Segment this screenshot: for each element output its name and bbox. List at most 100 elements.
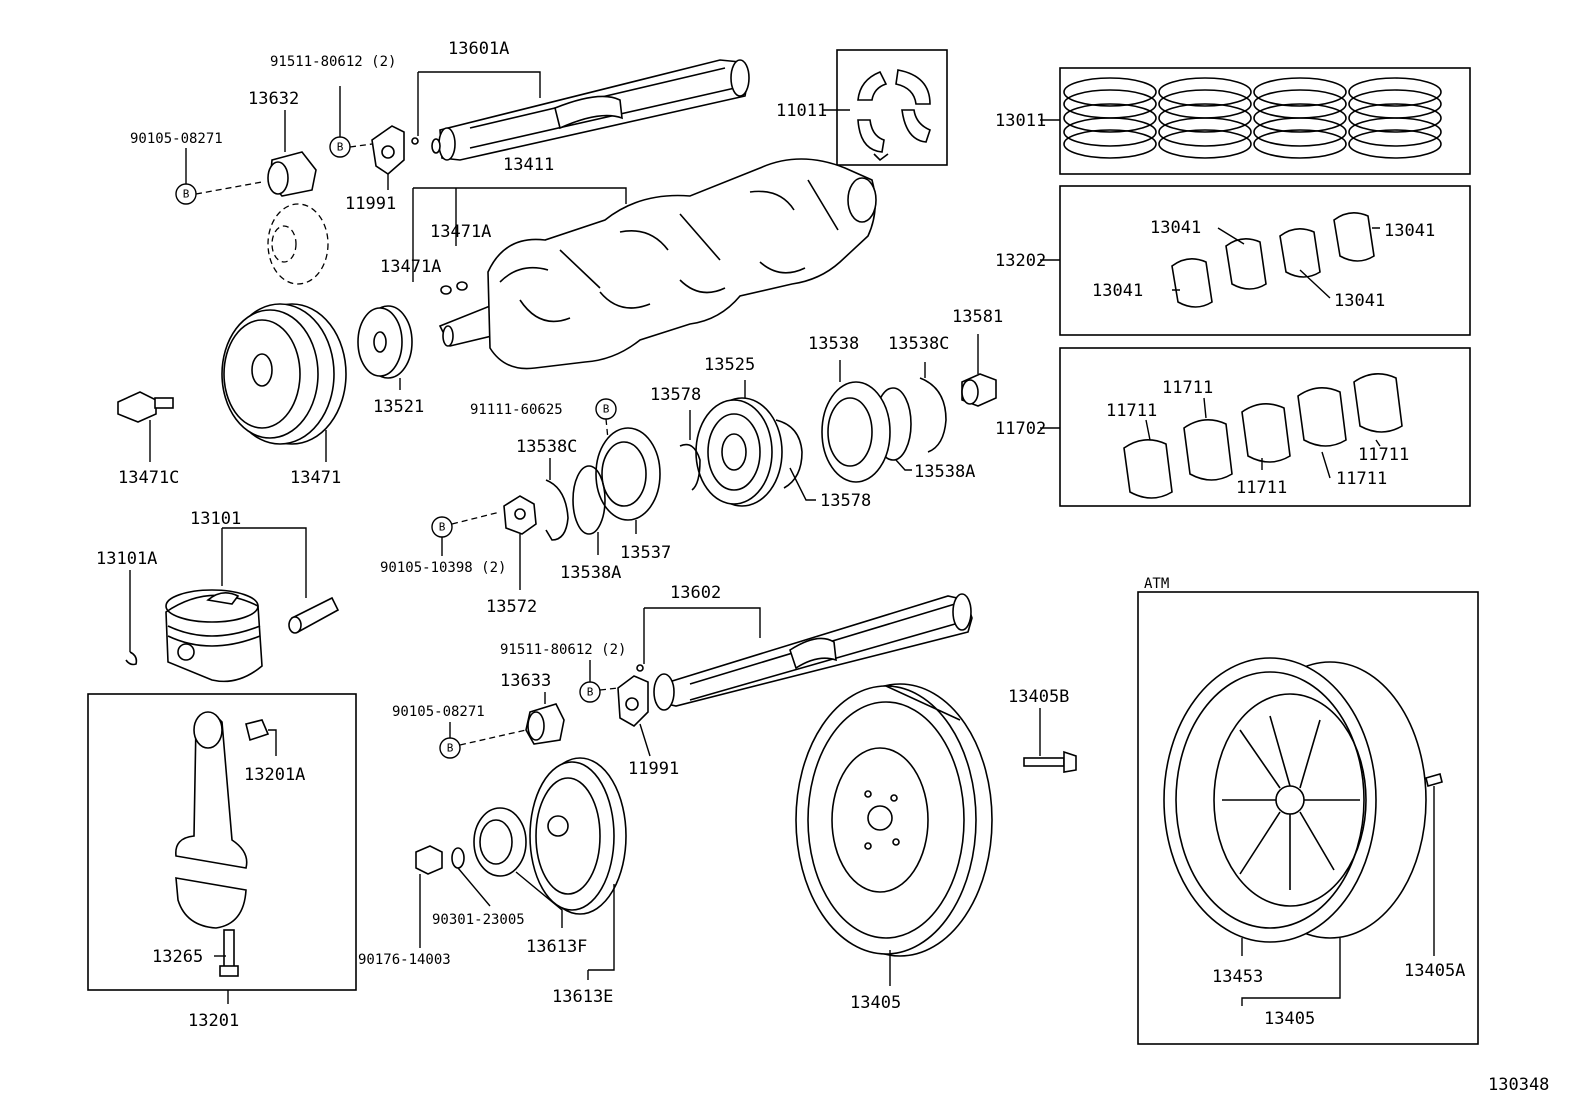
dash-line bbox=[451, 511, 501, 525]
label-13405-flywheel: 13405 bbox=[850, 993, 901, 1013]
piston-pin-clip bbox=[125, 651, 138, 666]
crank-key-b bbox=[456, 281, 468, 291]
leader-13613E bbox=[587, 884, 615, 980]
crank-key-a bbox=[440, 285, 452, 295]
label-13265: 13265 bbox=[152, 947, 203, 967]
snap-ring-13538A-lower bbox=[572, 465, 606, 535]
leader-13538A-a bbox=[895, 459, 912, 471]
connecting-rod-bolt bbox=[219, 929, 239, 977]
label-13471A-b: 13471A bbox=[380, 257, 441, 277]
label-13521: 13521 bbox=[373, 397, 424, 417]
label-90176-14003: 90176-14003 bbox=[358, 952, 451, 968]
label-13201A: 13201A bbox=[244, 765, 305, 785]
label-90105-08271-bot: 90105-08271 bbox=[392, 704, 485, 720]
drive-plate-pin bbox=[1425, 773, 1443, 787]
atm-drive-plate-box bbox=[1137, 591, 1479, 1045]
main-bearing-box bbox=[1059, 347, 1471, 507]
label-13471A-a: 13471A bbox=[430, 222, 491, 242]
flywheel bbox=[795, 683, 993, 957]
oil-pump-retainer bbox=[503, 495, 537, 535]
piston-ring-box bbox=[1059, 67, 1471, 175]
label-91111-60625: 91111-60625 bbox=[470, 402, 563, 418]
label-91511-80612-top: 91511-80612 (2) bbox=[270, 54, 396, 70]
label-90301-23005: 90301-23005 bbox=[432, 912, 525, 928]
svg-text:B: B bbox=[183, 188, 190, 201]
label-13601A: 13601A bbox=[448, 39, 509, 59]
label-13602: 13602 bbox=[670, 583, 721, 603]
label-13471C: 13471C bbox=[118, 468, 179, 488]
oil-seal bbox=[473, 807, 527, 877]
label-13041-a: 13041 bbox=[1150, 218, 1201, 238]
label-13578-a: 13578 bbox=[650, 385, 701, 405]
oil-pump-plate bbox=[595, 427, 661, 521]
bolt-badge-b: B bbox=[329, 136, 351, 158]
thrust-washer-box bbox=[836, 49, 948, 166]
atm-label: ATM bbox=[1144, 576, 1169, 592]
balance-shaft-drive-gear bbox=[695, 397, 783, 507]
label-13538A-a: 13538A bbox=[914, 462, 975, 482]
label-13538C-a: 13538C bbox=[888, 334, 949, 354]
leader-13613F bbox=[515, 871, 563, 928]
dash-line bbox=[459, 729, 527, 746]
washer bbox=[451, 847, 465, 869]
snap-ring-13578-b bbox=[775, 419, 803, 489]
label-11011: 11011 bbox=[776, 101, 827, 121]
bolt-badge-b: B bbox=[595, 398, 617, 420]
label-13633: 13633 bbox=[500, 671, 551, 691]
nut bbox=[415, 845, 443, 875]
label-13202: 13202 bbox=[995, 251, 1046, 271]
label-13041-b: 13041 bbox=[1384, 221, 1435, 241]
dash-line bbox=[349, 143, 373, 148]
label-13632: 13632 bbox=[248, 89, 299, 109]
timing-gear-phantom bbox=[267, 203, 329, 285]
svg-text:B: B bbox=[439, 521, 446, 534]
diagram-id: 130348 bbox=[1488, 1075, 1549, 1095]
label-13538: 13538 bbox=[808, 334, 859, 354]
connecting-rod bbox=[175, 711, 270, 929]
crankshaft-pulley bbox=[221, 303, 347, 445]
balance-shaft-upper bbox=[411, 59, 750, 161]
leader-13411 bbox=[412, 187, 627, 282]
balance-shaft-pulley bbox=[529, 757, 627, 915]
svg-text:B: B bbox=[603, 403, 610, 416]
label-11991-bot: 11991 bbox=[628, 759, 679, 779]
label-13201: 13201 bbox=[188, 1011, 239, 1031]
label-13405-atm: 13405 bbox=[1264, 1009, 1315, 1029]
label-11711-d: 11711 bbox=[1236, 478, 1287, 498]
piston bbox=[165, 589, 263, 683]
flywheel-bolt bbox=[1023, 750, 1077, 773]
snap-ring-13538C-lower bbox=[545, 479, 569, 541]
bolt-badge-b: B bbox=[579, 681, 601, 703]
label-13613F: 13613F bbox=[526, 937, 587, 957]
label-13101A: 13101A bbox=[96, 549, 157, 569]
bolt-badge-b: B bbox=[431, 516, 453, 538]
piston-ring-sets bbox=[1063, 77, 1442, 159]
svg-text:B: B bbox=[587, 686, 594, 699]
crankshaft-pulley-bolt bbox=[117, 391, 174, 423]
oil-pump-drive-gear bbox=[961, 373, 997, 407]
leader-13578-b bbox=[789, 467, 816, 501]
label-13538C-b: 13538C bbox=[516, 437, 577, 457]
label-11711-c: 11711 bbox=[1358, 445, 1409, 465]
label-90105-10398: 90105-10398 (2) bbox=[380, 560, 506, 576]
crankshaft bbox=[438, 158, 877, 370]
leader-13405-atm bbox=[1241, 938, 1341, 1006]
label-13581: 13581 bbox=[952, 307, 1003, 327]
balance-shaft-drive-gear-upper bbox=[267, 151, 317, 197]
label-91511-80612-bot: 91511-80612 (2) bbox=[500, 642, 626, 658]
bolt-badge-b: B bbox=[439, 737, 461, 759]
label-13538A-b: 13538A bbox=[560, 563, 621, 583]
balance-shaft-drive-gear-lower bbox=[525, 703, 565, 745]
balance-shaft-plate-upper bbox=[371, 125, 405, 176]
dash-line bbox=[195, 181, 263, 195]
label-13411: 13411 bbox=[503, 155, 554, 175]
crankshaft-timing-gear bbox=[357, 305, 413, 379]
connecting-rod-bearings bbox=[1171, 212, 1375, 308]
label-11991-top: 11991 bbox=[345, 194, 396, 214]
leader-13602 bbox=[643, 607, 761, 664]
label-11711-a: 11711 bbox=[1162, 378, 1213, 398]
label-13572: 13572 bbox=[486, 597, 537, 617]
label-13453: 13453 bbox=[1212, 967, 1263, 987]
